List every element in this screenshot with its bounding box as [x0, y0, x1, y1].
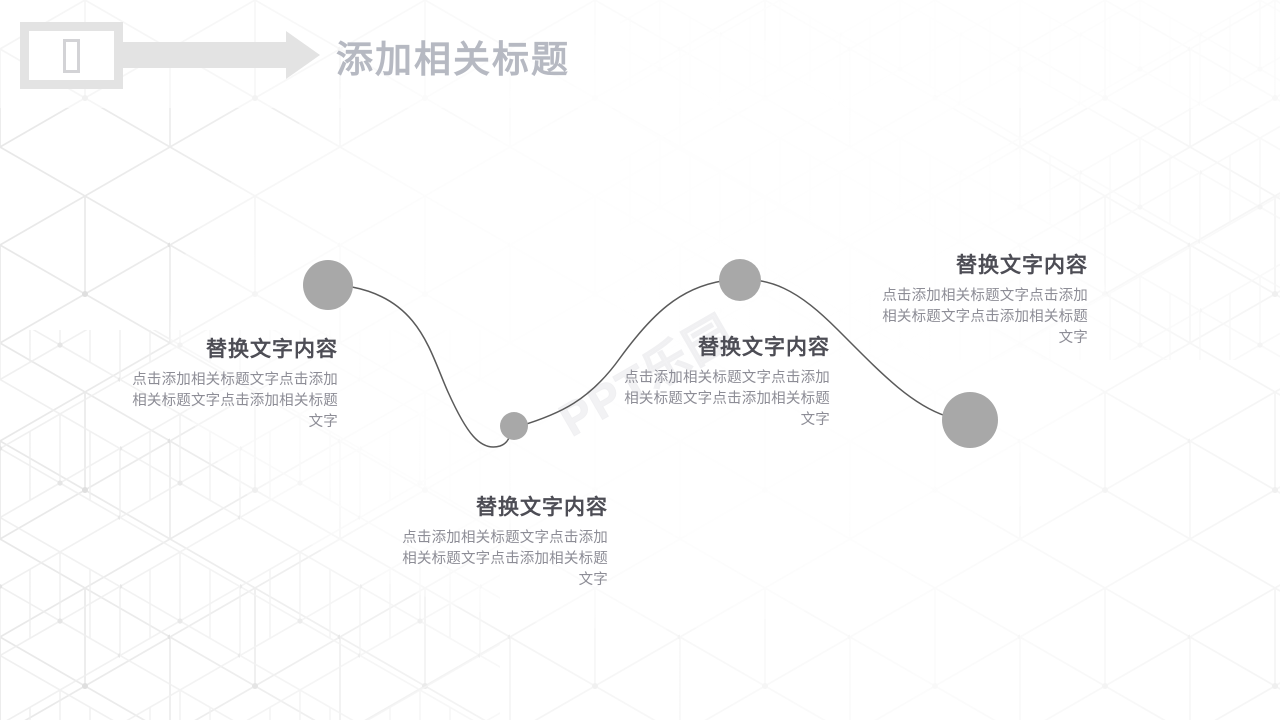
block-1-title: 替换文字内容	[206, 338, 338, 361]
block-1-body: 点击添加相关标题文字点击添加相关标题文字点击添加相关标题文字	[132, 372, 338, 430]
block-4-title: 替换文字内容	[956, 254, 1088, 277]
page-title: 添加相关标题	[336, 39, 570, 80]
right-block-arrow-icon	[110, 31, 320, 79]
block-2-title: 替换文字内容	[476, 496, 608, 519]
content-block-4: 替换文字内容 点击添加相关标题文字点击添加相关标题文字点击添加相关标题文字	[868, 252, 1088, 349]
content-block-3: 替换文字内容 点击添加相关标题文字点击添加相关标题文字点击添加相关标题文字	[610, 334, 830, 431]
content-block-1: 替换文字内容 点击添加相关标题文字点击添加相关标题文字点击添加相关标题文字	[118, 336, 338, 433]
block-4-body: 点击添加相关标题文字点击添加相关标题文字点击添加相关标题文字	[882, 288, 1088, 346]
content-block-2: 替换文字内容 点击添加相关标题文字点击添加相关标题文字点击添加相关标题文字	[388, 494, 608, 591]
missing-glyph-box-icon	[63, 38, 80, 73]
slide-header: 添加相关标题	[0, 0, 1280, 110]
block-3-title: 替换文字内容	[698, 336, 830, 359]
node-circle-4	[942, 392, 998, 448]
block-2-body: 点击添加相关标题文字点击添加相关标题文字点击添加相关标题文字	[402, 530, 608, 588]
block-3-body: 点击添加相关标题文字点击添加相关标题文字点击添加相关标题文字	[624, 370, 830, 428]
node-circle-3	[719, 259, 761, 301]
node-circle-2	[500, 412, 528, 440]
header-icon-frame	[20, 22, 123, 89]
node-circle-1	[303, 260, 353, 310]
